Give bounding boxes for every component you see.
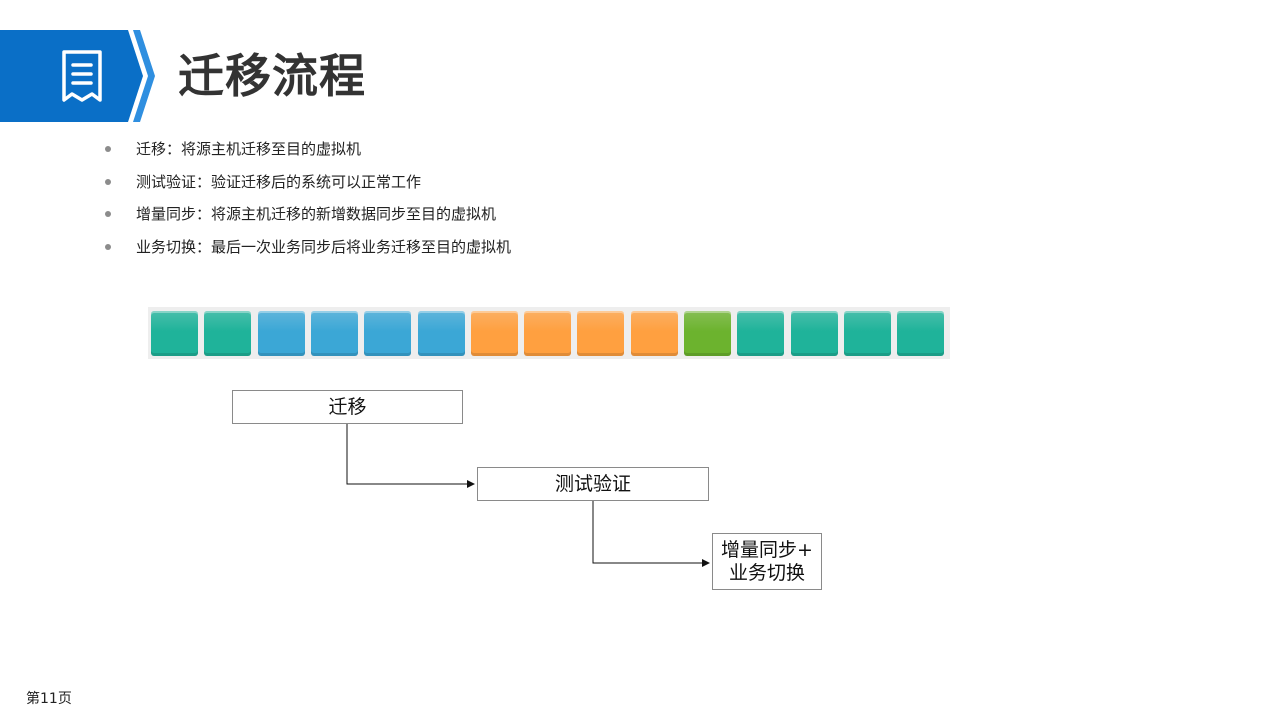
timeline-block	[204, 311, 251, 356]
header-banner	[0, 30, 160, 122]
connector-step2-to-step3	[592, 500, 710, 567]
document-list-icon	[62, 50, 102, 102]
bullet-dot	[105, 243, 111, 250]
timeline-strip	[148, 307, 950, 359]
timeline-block	[418, 311, 465, 356]
flow-step-migrate: 迁移	[232, 390, 463, 424]
flow-step-label-line1: 增量同步+	[721, 538, 813, 561]
bullet-dot	[105, 146, 111, 152]
timeline-block	[684, 311, 731, 356]
connector-step1-to-step2	[346, 423, 475, 488]
timeline-block	[364, 311, 411, 356]
bullet-list: 迁移：将源主机迁移至目的虚拟机 测试验证：验证迁移后的系统可以正常工作 增量同步…	[100, 136, 511, 266]
bullet-item-sync: 增量同步：将源主机迁移的新增数据同步至目的虚拟机	[100, 201, 511, 234]
timeline-block	[471, 311, 518, 356]
page-number: 第11页	[26, 691, 72, 707]
bullet-text: 测试验证：验证迁移后的系统可以正常工作	[136, 172, 422, 191]
bullet-text: 迁移：将源主机迁移至目的虚拟机	[136, 140, 362, 158]
header-banner-shape	[0, 30, 155, 122]
timeline-block	[844, 311, 891, 356]
flow-step-label: 迁移	[328, 395, 367, 418]
timeline-block	[897, 311, 944, 356]
flow-step-test: 测试验证	[477, 467, 709, 501]
timeline-block	[791, 311, 838, 356]
page-title: 迁移流程	[178, 49, 366, 103]
flow-step-label: 测试验证	[554, 472, 631, 495]
timeline-block	[737, 311, 784, 356]
bullet-item-test: 测试验证：验证迁移后的系统可以正常工作	[100, 169, 511, 202]
timeline-block	[151, 311, 198, 356]
bullet-dot	[105, 211, 111, 218]
timeline-block	[577, 311, 624, 356]
flow-step-sync-switch: 增量同步+ 业务切换	[712, 533, 822, 590]
bullet-item-migrate: 迁移：将源主机迁移至目的虚拟机	[100, 136, 511, 169]
bullet-item-switch: 业务切换：最后一次业务同步后将业务迁移至目的虚拟机	[100, 234, 511, 267]
timeline-block	[524, 311, 571, 356]
bullet-text: 业务切换：最后一次业务同步后将业务迁移至目的虚拟机	[136, 237, 512, 256]
bullet-text: 增量同步：将源主机迁移的新增数据同步至目的虚拟机	[136, 205, 497, 224]
flow-step-label-line2: 业务切换	[728, 561, 805, 584]
bullet-dot	[105, 178, 111, 185]
timeline-block	[631, 311, 678, 356]
timeline-block	[258, 311, 305, 356]
timeline-block	[311, 311, 358, 356]
